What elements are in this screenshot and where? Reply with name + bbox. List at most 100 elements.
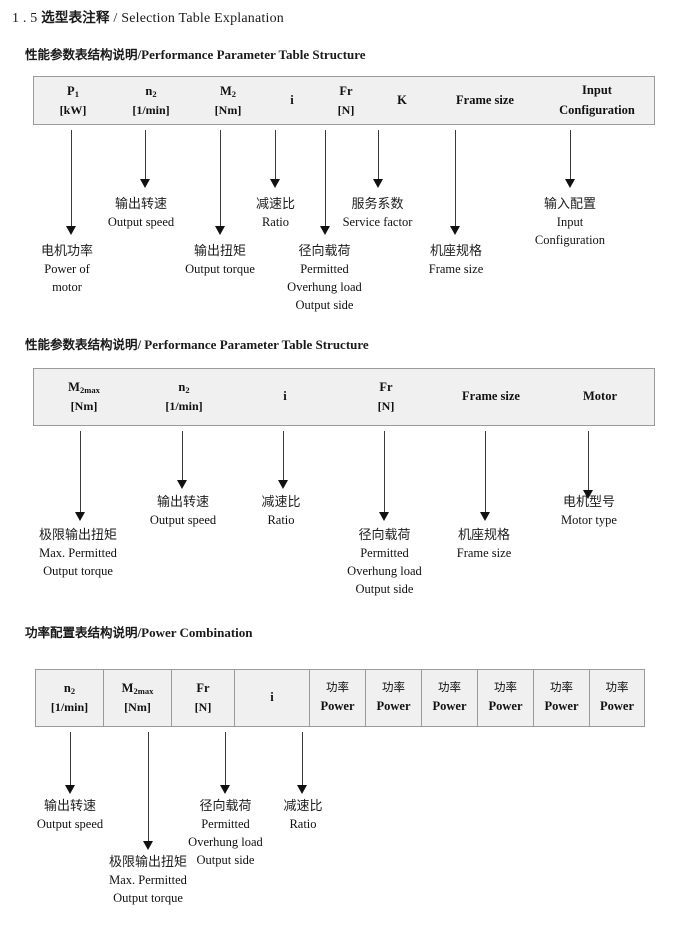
annotation-max-permitted-output-torque-1-en-1: Max. Permitted — [39, 546, 117, 561]
table3-col-power-1: 功率 Power — [310, 670, 366, 726]
annotation-ratio-2: 减速比 Ratio — [246, 494, 316, 530]
table3-col-m2max-subscript: 2max — [133, 686, 154, 697]
annotation-service-factor: 服务系数 Service factor — [325, 196, 430, 232]
arrow-to-frame-size — [450, 130, 461, 235]
annotation-permitted-overhung-load-2-en-2: Overhung load — [347, 564, 422, 579]
annotation-frame-size-2: 机座规格 Frame size — [434, 527, 534, 563]
section-heading-performance-1: 性能参数表结构说明/Performance Parameter Table St… — [25, 44, 366, 63]
annotation-max-permitted-output-torque-1: 极限输出扭矩 Max. Permitted Output torque — [22, 527, 134, 581]
annotation-output-speed-1: 输出转速 Output speed — [91, 196, 191, 232]
annotation-service-factor-cn: 服务系数 — [351, 197, 404, 212]
annotation-service-factor-en: Service factor — [342, 215, 413, 230]
annotation-permitted-overhung-load-2: 径向载荷 Permitted Overhung load Output side — [332, 527, 437, 599]
table3-col-power-3-en: Power — [432, 699, 467, 714]
table3-col-power-6-cn: 功率 — [605, 680, 629, 695]
arrow-to-ratio — [270, 130, 281, 188]
annotation-ratio-2-en: Ratio — [267, 513, 295, 528]
table2-col-fr: Fr [N] — [336, 369, 436, 425]
annotation-permitted-overhung-load-1-en-3: Output side — [295, 297, 354, 312]
table3-col-n2-unit: [1/min] — [50, 700, 89, 715]
heading-cn: 性能参数表结构说明 — [25, 47, 138, 62]
page-title: 1 . 5 选型表注释 / Selection Table Explanatio… — [12, 6, 284, 27]
table2-col-fr-unit: [N] — [377, 399, 395, 414]
table3-col-power-2-cn: 功率 — [382, 680, 405, 695]
annotation-max-permitted-output-torque-2-cn: 极限输出扭矩 — [108, 855, 187, 870]
table3-col-power-5: 功率 Power — [534, 670, 590, 726]
performance-table-2: M2max [Nm] n2 [1/min] i Fr [N] Frame siz… — [33, 368, 655, 426]
table2-col-frame-size-label: Frame size — [462, 389, 520, 404]
table2-col-n2-subscript: 2 — [185, 385, 190, 396]
section-heading-power-combination: 功率配置表结构说明/Power Combination — [25, 622, 253, 641]
table2-col-n2: n2 [1/min] — [134, 369, 234, 425]
annotation-max-permitted-output-torque-1-en-2: Output torque — [43, 564, 113, 579]
annotation-frame-size-2-en: Frame size — [456, 546, 512, 561]
table3-col-power-6-en: Power — [599, 699, 634, 714]
table3-col-fr: Fr [N] — [172, 670, 235, 726]
annotation-ratio-1-cn: 减速比 — [255, 197, 295, 212]
arrow-to-output-speed-2 — [177, 431, 188, 489]
arrow-to-output-speed — [140, 130, 151, 188]
section-title-separator: / — [113, 11, 118, 26]
annotation-power-of-motor: 电机功率 Power of motor — [22, 243, 112, 297]
annotation-frame-size-2-cn: 机座规格 — [457, 528, 510, 543]
table3-col-power-1-en: Power — [320, 699, 355, 714]
annotation-output-speed-3-en: Output speed — [36, 817, 104, 832]
table2-col-motor-label: Motor — [582, 389, 617, 404]
arrow-to-input-configuration — [565, 130, 576, 188]
table3-col-fr-symbol: Fr — [196, 681, 210, 696]
table3-col-n2: n2 [1/min] — [36, 670, 104, 726]
annotation-max-permitted-output-torque-2: 极限输出扭矩 Max. Permitted Output torque — [92, 854, 204, 908]
heading3-cn: 功率配置表结构说明 — [25, 625, 138, 640]
table3-col-power-4-cn: 功率 — [494, 680, 517, 695]
table1-col-input-configuration-line2: Configuration — [559, 102, 635, 117]
annotation-ratio-1-en: Ratio — [261, 215, 290, 230]
annotation-permitted-overhung-load-3-en-2: Overhung load — [188, 835, 263, 850]
table1-col-p1-unit: [kW] — [59, 102, 87, 117]
annotation-permitted-overhung-load-3-en-1: Permitted — [201, 817, 250, 832]
table1-col-n2-symbol: n2 — [145, 83, 157, 99]
annotation-ratio-3-en: Ratio — [289, 817, 317, 832]
power-combination-table: n2 [1/min] M2max [Nm] Fr [N] i 功率 Power … — [35, 669, 645, 727]
annotation-power-of-motor-en-1: Power of — [44, 262, 90, 277]
table1-col-input-configuration: Input Configuration — [540, 77, 654, 124]
table3-col-power-5-en: Power — [544, 699, 579, 714]
annotation-input-configuration-cn: 输入配置 — [543, 197, 596, 212]
heading2-separator: / — [137, 337, 142, 352]
table2-col-i-symbol: i — [283, 389, 287, 404]
annotation-output-speed-3: 输出转速 Output speed — [20, 798, 120, 834]
table2-col-m2max-unit: [Nm] — [70, 399, 98, 414]
table3-col-power-3: 功率 Power — [422, 670, 478, 726]
table1-col-k: K — [374, 77, 430, 124]
annotation-permitted-overhung-load-2-cn: 径向载荷 — [358, 528, 411, 543]
annotation-ratio-2-cn: 减速比 — [261, 495, 301, 510]
annotation-ratio-3-cn: 减速比 — [283, 799, 323, 814]
annotation-frame-size-1-cn: 机座规格 — [429, 244, 482, 259]
table3-col-m2max: M2max [Nm] — [104, 670, 172, 726]
table3-col-power-2-en: Power — [376, 699, 411, 714]
table1-col-fr: Fr [N] — [318, 77, 374, 124]
annotation-output-speed-2-en: Output speed — [149, 513, 217, 528]
table1-col-p1: P1 [kW] — [34, 77, 112, 124]
heading-en: Performance Parameter Table Structure — [141, 47, 366, 62]
annotation-power-of-motor-cn: 电机功率 — [40, 244, 93, 259]
table2-col-m2max-subscript: 2max — [79, 385, 100, 396]
table2-col-n2-unit: [1/min] — [165, 399, 203, 414]
annotation-input-configuration-en-2: Configuration — [534, 233, 606, 248]
annotation-output-speed-1-cn: 输出转速 — [114, 197, 167, 212]
annotation-permitted-overhung-load-1-en-2: Overhung load — [287, 280, 362, 295]
table2-col-m2max-symbol: M2max — [68, 380, 100, 396]
table3-col-n2-symbol: n2 — [63, 681, 76, 697]
annotation-max-permitted-output-torque-2-en-2: Output torque — [113, 891, 183, 906]
table3-col-power-3-cn: 功率 — [438, 680, 461, 695]
arrow-to-permitted-overhung-load — [320, 130, 331, 235]
annotation-permitted-overhung-load-1: 径向载荷 Permitted Overhung load Output side — [272, 243, 377, 315]
table3-col-n2-subscript: 2 — [70, 686, 76, 697]
annotation-output-speed-3-cn: 输出转速 — [43, 799, 96, 814]
table3-col-i-symbol: i — [270, 690, 274, 705]
annotation-max-permitted-output-torque-2-en-1: Max. Permitted — [109, 873, 187, 888]
table2-col-motor: Motor — [546, 369, 654, 425]
table2-col-frame-size: Frame size — [436, 369, 546, 425]
annotation-output-torque-cn: 输出扭矩 — [193, 244, 246, 259]
table1-col-p1-subscript: 1 — [74, 88, 79, 99]
